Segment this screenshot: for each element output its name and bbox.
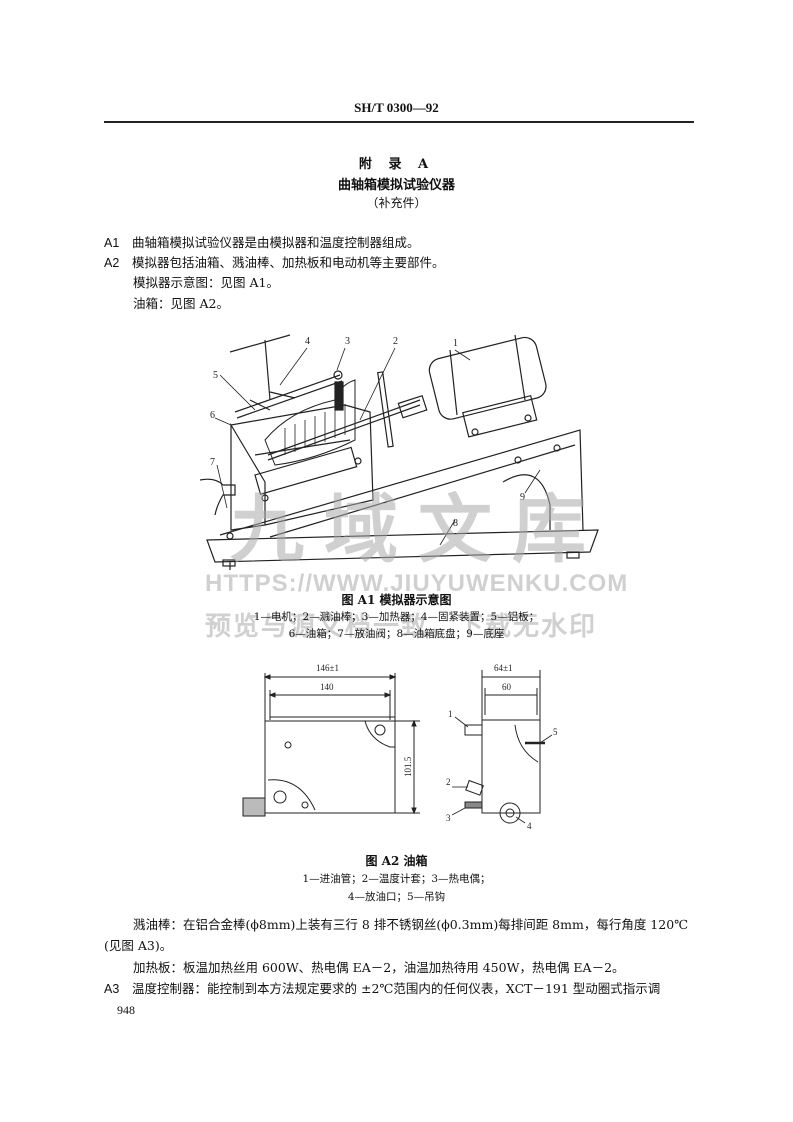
- callout-3: 3: [446, 813, 451, 823]
- heater-paragraph: 加热板：板温加热丝用 600W、热电偶 EA－2，油温加热待用 450W，热电偶…: [133, 960, 625, 975]
- appendix-label: 附 录 A: [358, 157, 435, 172]
- callout-1: 1: [448, 709, 453, 719]
- appendix-subtitle: （补充件）: [366, 196, 427, 210]
- callout-1: 1: [453, 338, 458, 349]
- callout-8: 8: [453, 518, 458, 529]
- callout-4: 4: [527, 821, 532, 831]
- page-number: 948: [117, 1003, 135, 1017]
- clause-number: A2: [104, 256, 120, 270]
- callout-5: 5: [553, 727, 558, 737]
- clause-number: A3: [104, 982, 120, 996]
- dim-overall-width: 146±1: [316, 663, 339, 673]
- header-rule: [104, 121, 694, 123]
- figure-a1-caption: 图 A1 模拟器示意图: [341, 593, 452, 607]
- figure-a1-legend-line1: 1—电机；2—溅油棒；3—加热器；4—固紧装置；5—铝板；: [253, 611, 540, 623]
- clause-text: 模拟器包括油箱、溅油棒、加热板和电动机等主要部件。: [132, 255, 445, 270]
- callout-9: 9: [520, 492, 525, 503]
- callout-6: 6: [210, 410, 215, 421]
- watermark-url: HTTPS://WWW.JIUYUWENKU.COM: [205, 570, 629, 597]
- dim-side-inner-width: 60: [502, 682, 512, 692]
- clause-number: A1: [104, 236, 120, 250]
- figure-a1-legend-line2: 6—油箱；7—放油阀；8—油箱底盘；9—底座: [288, 628, 505, 640]
- watermark-logo: 九域文库: [230, 488, 606, 571]
- figure-a2-front-view: 146±1 140 101.5: [242, 663, 420, 817]
- callout-3: 3: [345, 336, 350, 347]
- splash-rod-paragraph: 溅油棒：在铝合金棒(ϕ8mm)上装有三行 8 排不锈钢丝(ϕ0.3mm)每排间距…: [133, 917, 689, 932]
- appendix-title: 曲轴箱模拟试验仪器: [337, 178, 455, 193]
- figure-a2-legend-line2: 4—放油口；5—吊钩: [347, 891, 446, 903]
- callout-4: 4: [305, 336, 310, 347]
- callout-7: 7: [210, 457, 215, 468]
- clause-a2: A2 模拟器包括油箱、溅油棒、加热板和电动机等主要部件。: [104, 253, 445, 273]
- clause-a3: A3 温度控制器：能控制到本方法规定要求的 ±2℃范围内的任何仪表，XCT－191…: [104, 979, 660, 999]
- dim-height: 101.5: [403, 756, 413, 777]
- dim-inner-width: 140: [320, 682, 334, 692]
- figure-a2-caption: 图 A2 油箱: [365, 854, 428, 868]
- figure-a2-legend-line1: 1—进油管；2—温度计套；3—热电偶；: [302, 873, 491, 885]
- figure-a1-simulator-diagram: 1 2 3 4 5 6 7 8 9: [199, 334, 599, 570]
- splash-rod-paragraph-cont: (见图 A3)。: [104, 938, 173, 953]
- callout-5: 5: [213, 370, 218, 381]
- callout-2: 2: [393, 336, 398, 347]
- clause-text: 曲轴箱模拟试验仪器是由模拟器和温度控制器组成。: [132, 235, 420, 250]
- dim-side-overall-width: 64±1: [494, 663, 512, 673]
- clause-text: 温度控制器：能控制到本方法规定要求的 ±2℃范围内的任何仪表，XCT－191 型…: [132, 981, 661, 996]
- ref-figure-a1: 模拟器示意图：见图 A1。: [133, 275, 279, 290]
- figure-a2-side-view: 64±1 60 1 2 3 4 5: [446, 663, 558, 831]
- standard-code-header: SH/T 0300—92: [354, 100, 439, 115]
- watermark-note: 预览与源文档一致，下载无水印: [205, 611, 598, 641]
- clause-a1: A1 曲轴箱模拟试验仪器是由模拟器和温度控制器组成。: [104, 233, 420, 253]
- callout-2: 2: [446, 777, 451, 787]
- ref-figure-a2: 油箱：见图 A2。: [133, 296, 229, 311]
